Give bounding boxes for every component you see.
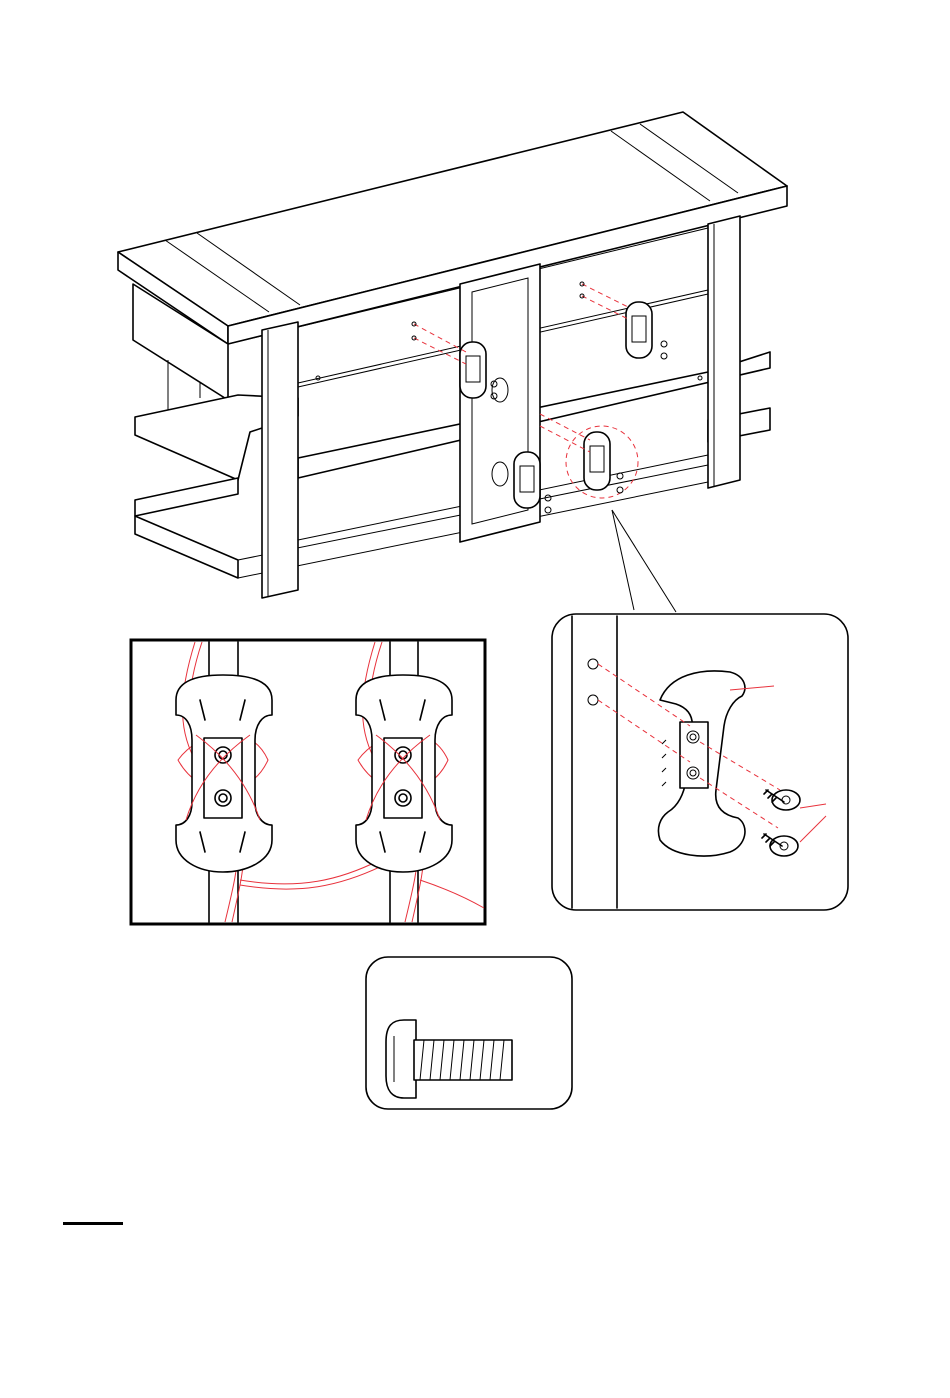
cable-clip-4 xyxy=(584,432,610,490)
step-underline xyxy=(63,1222,123,1225)
cable-clip-3 xyxy=(626,302,652,358)
clip-mounting-detail xyxy=(552,614,848,910)
hardware-screw-callout xyxy=(366,957,572,1109)
tv-stand-illustration xyxy=(118,112,787,612)
cable-routing-detail xyxy=(131,640,485,924)
cable-clip-2 xyxy=(514,452,540,508)
